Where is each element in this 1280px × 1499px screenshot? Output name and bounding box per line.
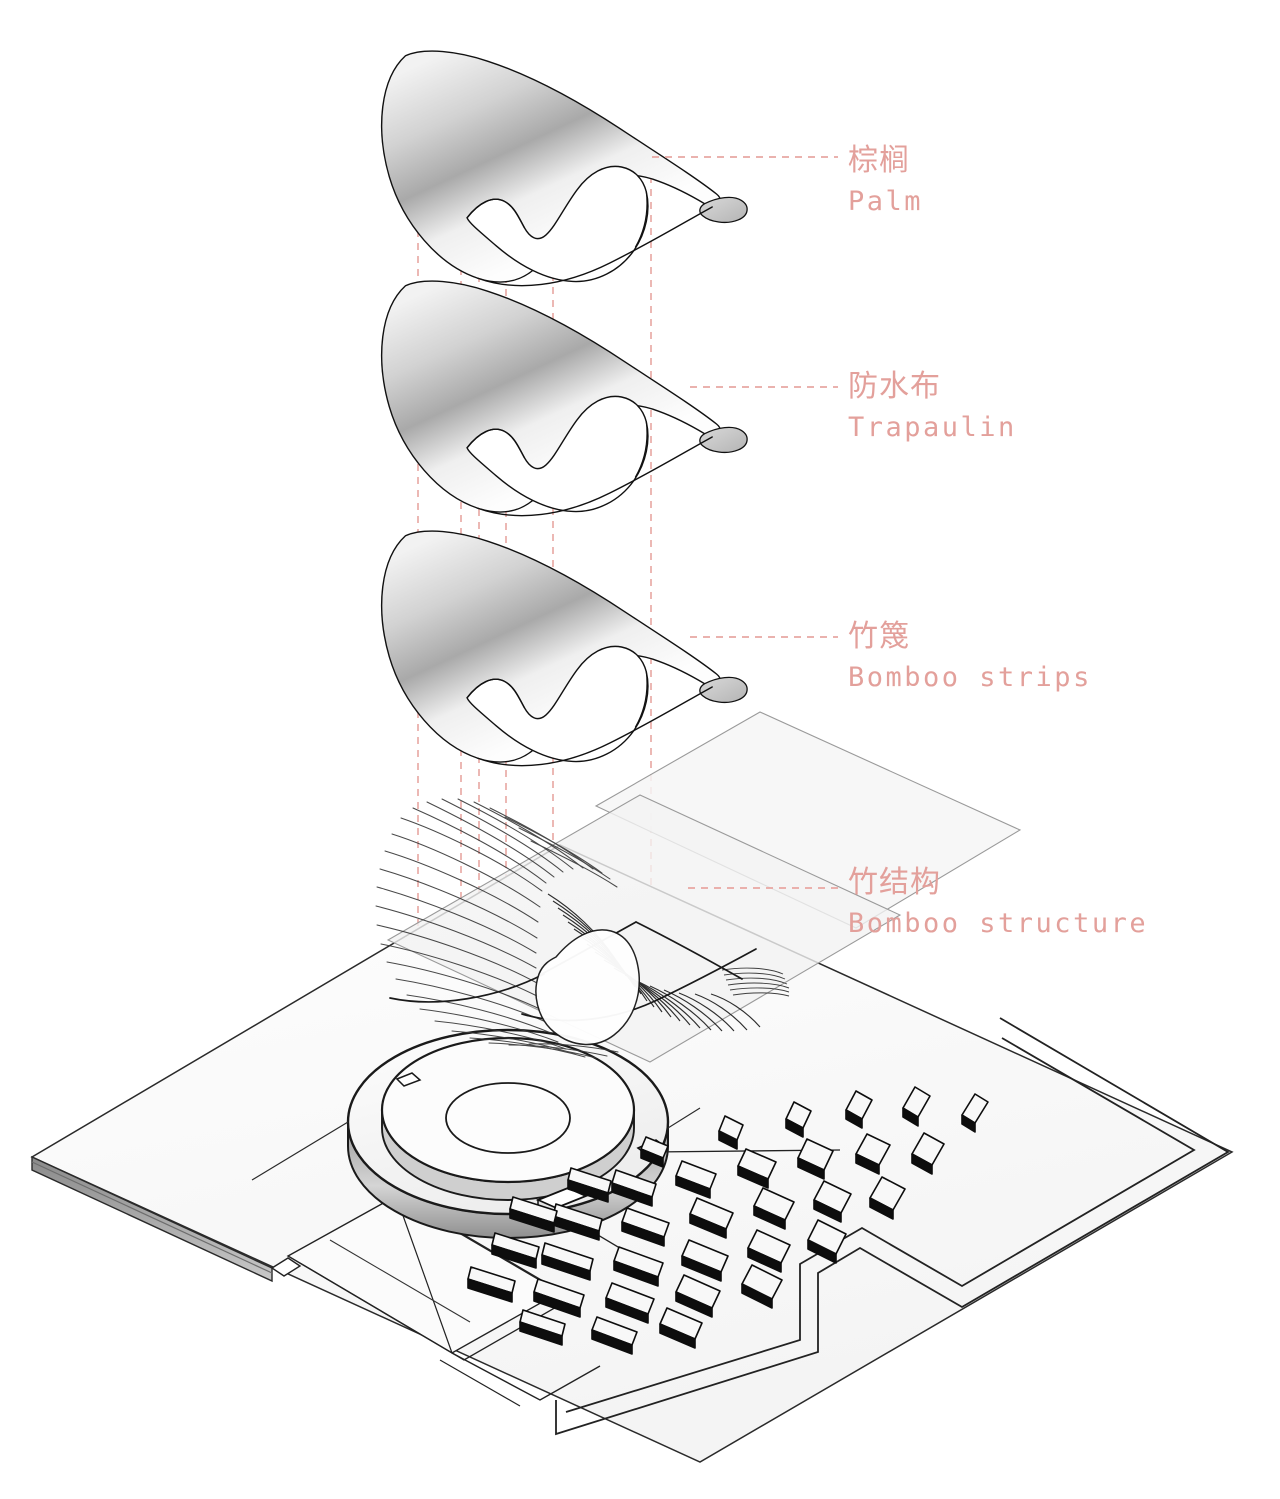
palm-shell <box>380 50 748 287</box>
plaza-edge-left <box>251 1121 349 1181</box>
label-palm-en: Palm <box>848 186 923 217</box>
label-palm-cn: 棕榈 <box>848 143 910 178</box>
plaza-edge-right <box>667 1107 701 1129</box>
site-base-plan <box>30 711 1234 1463</box>
label-bamboo-structure-cn: 竹结构 <box>848 865 941 900</box>
seat-row-3 <box>552 1176 906 1247</box>
label-tarpaulin-en: Trapaulin <box>848 412 1017 443</box>
access-ramp <box>270 1195 601 1407</box>
ground-slab-edge-highlight <box>31 1161 273 1274</box>
labels-group: 棕榈 Palm 防水布 Trapaulin 竹篾 Bomboo strips 竹… <box>848 143 1148 939</box>
stage-notch-left <box>395 1072 422 1087</box>
label-bamboo-structure[interactable]: 竹结构 Bomboo structure <box>848 865 1148 939</box>
site-boundary-inner <box>565 1037 1196 1413</box>
label-bamboo-structure-en: Bomboo structure <box>848 908 1148 939</box>
leader-lines-group <box>652 156 838 889</box>
tarpaulin-shell <box>380 280 748 517</box>
seat-row-5 <box>467 1264 783 1324</box>
ground-slab-edge <box>31 1155 273 1283</box>
label-bamboo-strips-cn: 竹篾 <box>848 619 910 654</box>
seat-row-6 <box>491 1167 612 1269</box>
label-palm[interactable]: 棕榈 Palm <box>848 143 923 217</box>
bamboo-structure-ribs <box>375 798 790 1059</box>
bamboo-strips-shell <box>380 530 748 767</box>
seat-row-7 <box>519 1307 703 1355</box>
seat-row-2 <box>611 1132 945 1207</box>
curved-bench-seating <box>467 1086 989 1355</box>
site-boundary-outer <box>555 1017 1230 1436</box>
seat-row-1 <box>640 1086 989 1168</box>
label-bamboo-strips[interactable]: 竹篾 Bomboo strips <box>848 619 1092 693</box>
label-tarpaulin[interactable]: 防水布 Trapaulin <box>848 369 1017 443</box>
seat-row-4 <box>541 1219 847 1287</box>
label-bamboo-strips-en: Bomboo strips <box>848 662 1092 693</box>
label-tarpaulin-cn: 防水布 <box>848 369 941 404</box>
stage-center-circle <box>445 1082 571 1154</box>
